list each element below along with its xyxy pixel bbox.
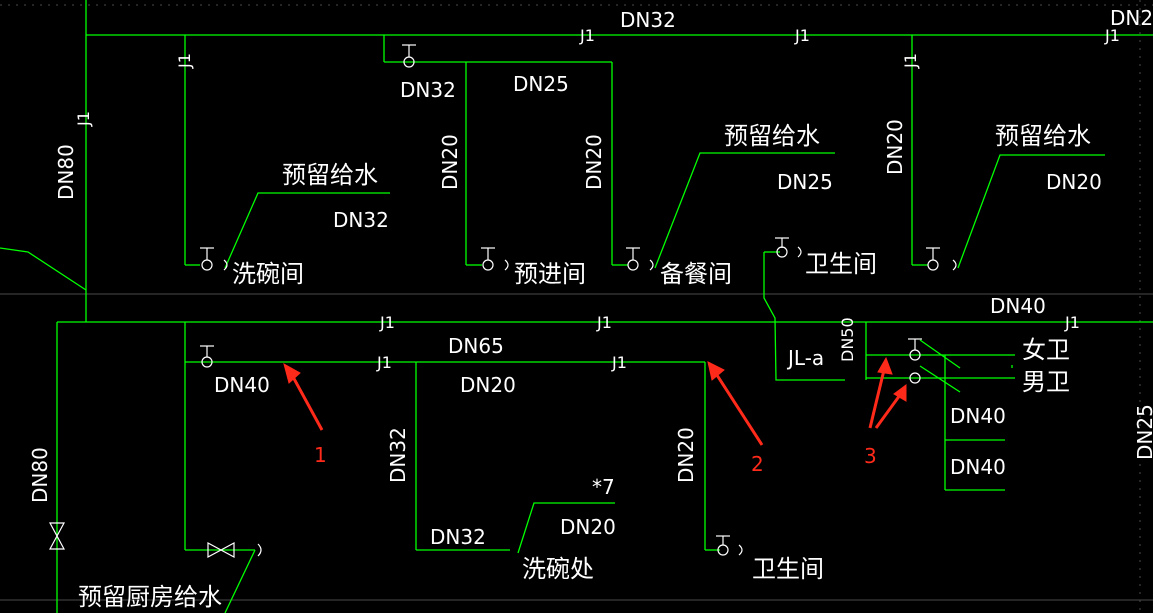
size-label: DN25 (1110, 6, 1153, 30)
pipe-tag: J1 (1065, 313, 1080, 332)
arrow-2-head (707, 361, 725, 381)
size-label: DN25 (1133, 404, 1153, 460)
valve-icon (48, 534, 66, 550)
annotation-number: 2 (751, 452, 764, 476)
tap-icon (926, 247, 940, 271)
tap-icon (909, 372, 921, 384)
size-label: DN40 (950, 404, 1006, 428)
size-label: DN20 (460, 373, 516, 397)
size-label: DN80 (28, 447, 52, 503)
valve-icon (207, 541, 223, 559)
room-label: 预留给水 (282, 161, 378, 189)
arrow-2 (713, 371, 764, 446)
tap-icon (775, 237, 789, 258)
size-label: DN40 (214, 373, 270, 397)
size-label: DN20 (560, 515, 616, 539)
pipe-tag: *7 (592, 475, 615, 499)
size-label: DN25 (777, 170, 833, 194)
arrow-3b (874, 394, 902, 429)
annotation-arrows (283, 356, 907, 446)
size-label: DN32 (386, 427, 410, 483)
size-label: DN40 (990, 294, 1046, 318)
size-label: DN32 (400, 78, 456, 102)
tap-icon (481, 247, 495, 271)
size-label: DN20 (883, 119, 907, 175)
room-label: 预进间 (514, 260, 586, 288)
room-label: 女卫 (1022, 336, 1070, 364)
pipe-tag: J1 (795, 26, 810, 45)
tap-icon (200, 345, 214, 368)
room-label: 洗碗处 (522, 555, 594, 583)
annotation-number: 1 (314, 443, 327, 467)
pipe-tag: J1 (901, 53, 920, 68)
room-label: 男卫 (1022, 368, 1070, 396)
pipe-tag: J1 (74, 111, 93, 126)
tap-icon (200, 247, 214, 271)
valve-icon (48, 522, 66, 538)
room-label: 备餐间 (660, 260, 732, 288)
cap-icon (223, 259, 228, 271)
tap-icon (716, 535, 730, 556)
pipe-tag: J1 (1105, 26, 1120, 45)
room-label: 预留厨房给水 (78, 583, 222, 611)
arrow-1-head (283, 362, 301, 384)
annotation-number: 3 (864, 444, 877, 468)
cap-icon (504, 259, 509, 271)
tap-icon (626, 247, 640, 271)
cap-icon (797, 246, 802, 258)
size-label: DN40 (950, 455, 1006, 479)
arrow-3b-head (893, 384, 907, 402)
cap-icon (738, 544, 743, 556)
arrow-3a-head (877, 356, 893, 375)
pipe-tag: J1 (380, 313, 395, 332)
size-label: DN80 (54, 144, 78, 200)
cap-icon (952, 259, 957, 271)
room-label: 卫生间 (805, 250, 877, 278)
fixture-symbols (48, 44, 957, 559)
pipe-tag: J1 (377, 353, 392, 372)
size-label: DN20 (674, 427, 698, 483)
size-label: DN32 (333, 208, 389, 232)
size-label: DN65 (448, 334, 504, 358)
valve-icon (219, 541, 235, 559)
tap-icon (402, 44, 416, 68)
size-label: DN50 (838, 317, 857, 362)
arrow-1 (290, 374, 324, 431)
room-label: 预留给水 (724, 122, 820, 150)
room-label: 卫生间 (752, 555, 824, 583)
size-label: DN32 (430, 525, 486, 549)
tap-icon (908, 338, 922, 361)
room-label: 预留给水 (995, 122, 1091, 150)
pipe-tag: J1 (175, 53, 194, 68)
size-label: DN25 (513, 72, 569, 96)
pipe-tag: JL-a (788, 346, 825, 370)
arrow-3a (868, 369, 886, 429)
size-label: DN32 (620, 8, 676, 32)
cap-icon (649, 259, 654, 271)
pipe-tag: J1 (597, 313, 612, 332)
size-label: DN20 (438, 134, 462, 190)
size-label: DN20 (1046, 170, 1102, 194)
cap-icon (257, 543, 262, 557)
pipe-tag: J1 (612, 353, 627, 372)
room-label: 洗碗间 (232, 260, 304, 288)
size-label: DN20 (582, 134, 606, 190)
pipe-tag: J1 (580, 26, 595, 45)
